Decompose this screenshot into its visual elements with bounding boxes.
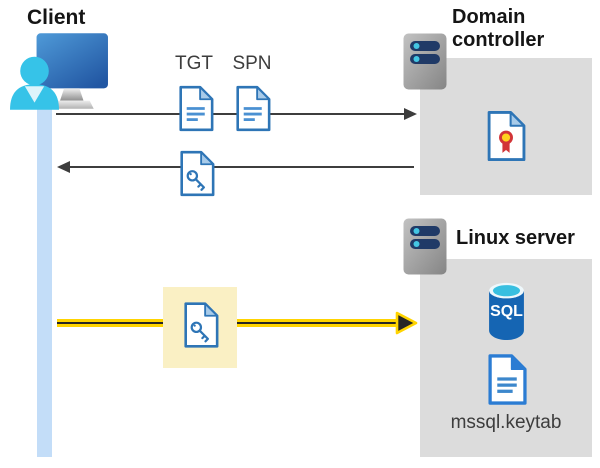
arrow-client-to-dc-head (404, 108, 417, 120)
client-lifeline (37, 91, 52, 457)
certificate-icon (485, 110, 526, 162)
domain-controller-label: Domain controller (452, 6, 545, 51)
linux-server-label: Linux server (456, 227, 575, 249)
domain-controller-server-icon (403, 33, 447, 90)
keytab-filename-label: mssql.keytab (450, 412, 562, 433)
arrow-dc-to-client-head (57, 161, 70, 173)
key-document-icon (178, 150, 215, 197)
client-label: Client (27, 6, 86, 29)
tgt-ticket-document-icon (177, 85, 214, 132)
spn-label: SPN (232, 53, 272, 74)
arrow-client-to-dc-line (56, 113, 406, 115)
sql-badge-text: SQL (490, 303, 523, 320)
linux-server-server-icon (403, 218, 447, 275)
client-workstation-icon (9, 32, 109, 110)
tgt-label: TGT (175, 53, 213, 74)
keytab-document-icon (486, 353, 527, 406)
arrow-dc-to-client-line (69, 166, 414, 168)
highlighted-key-document-icon (182, 300, 219, 350)
arrow-client-to-linux-head (395, 311, 418, 335)
sql-database-icon: SQL (487, 281, 526, 341)
spn-ticket-document-icon (234, 85, 271, 132)
